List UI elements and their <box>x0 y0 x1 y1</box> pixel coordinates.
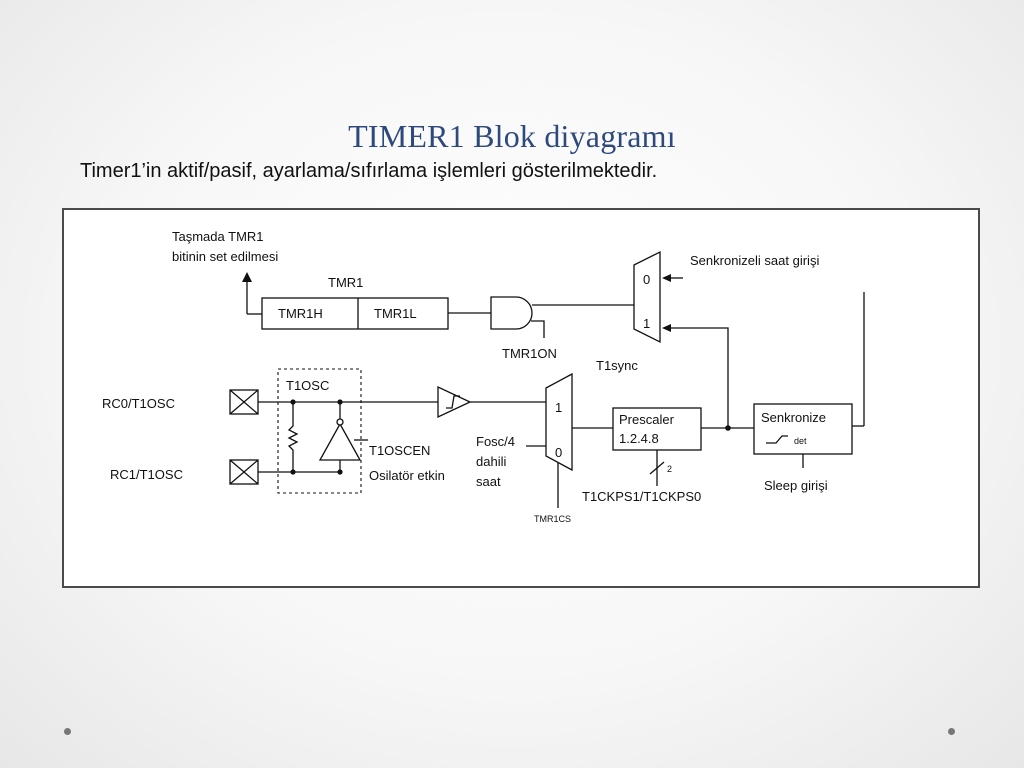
mux-top-input-0: 0 <box>643 272 650 287</box>
junction-dot <box>337 469 343 475</box>
rc1-label: RC1/T1OSC <box>110 467 183 482</box>
mux-t1sync <box>633 250 661 344</box>
synchronize-label: Senkronize <box>761 410 826 425</box>
tmr1on-wire <box>531 320 545 338</box>
fosc-label-line1: Fosc/4 <box>476 434 515 449</box>
fosc-label-line2: dahili <box>476 454 506 469</box>
rc0-label: RC0/T1OSC <box>102 396 175 411</box>
det-label: det <box>794 436 807 446</box>
schmitt-symbol <box>446 395 460 409</box>
junction-dot <box>290 469 296 475</box>
sync-clock-input-label: Senkronizeli saat girişi <box>690 253 819 268</box>
mux-clock-source <box>545 372 573 472</box>
tmr1l-label: TMR1L <box>374 306 417 321</box>
t1oscen-label: T1OSCEN <box>369 443 430 458</box>
junction-dot <box>290 399 296 405</box>
diagram-canvas: Taşmada TMR1 bitinin set edilmesi TMR1 T… <box>102 229 865 524</box>
oscillator-inverter <box>318 422 362 461</box>
rc0-pin-cross-b <box>229 389 259 415</box>
prescaler-label: Prescaler <box>619 412 675 427</box>
prescaler-values: 1.2.4.8 <box>619 431 659 446</box>
slide-nav-dot-right <box>948 728 955 735</box>
rc1-pin-cross-b <box>229 459 259 485</box>
slide-subtitle: Timer1’in aktif/pasif, ayarlama/sıfırlam… <box>80 160 658 182</box>
sleep-input-label: Sleep girişi <box>764 478 828 493</box>
tmr1on-label: TMR1ON <box>502 346 557 361</box>
and-gate <box>490 296 533 330</box>
overflow-label-line2: bitinin set edilmesi <box>172 249 278 264</box>
async-feedback-arrow-head <box>662 324 671 332</box>
bus-slash <box>649 461 665 475</box>
tmr1-label: TMR1 <box>328 275 363 290</box>
t1ckps-label: T1CKPS1/T1CKPS0 <box>582 489 701 504</box>
fosc-label-line3: saat <box>476 474 501 489</box>
tmr1cs-label: TMR1CS <box>534 514 571 524</box>
junction-dot <box>725 425 731 431</box>
t1osc-box <box>277 368 362 494</box>
overflow-label-line1: Taşmada TMR1 <box>172 229 264 244</box>
mux-top-input-1: 1 <box>643 316 650 331</box>
mux-bottom-input-0: 0 <box>555 445 562 460</box>
oscillator-enable-label: Osilatör etkin <box>369 468 445 483</box>
slide-nav-dot-left <box>64 728 71 735</box>
slide-title: TIMER1 Blok diyagramı <box>348 118 676 154</box>
t1osc-label: T1OSC <box>286 378 329 393</box>
mux-bottom-input-1: 1 <box>555 400 562 415</box>
tmr1h-label: TMR1H <box>278 306 323 321</box>
sync-clock-arrow-head <box>662 274 671 282</box>
junction-dot <box>337 399 343 405</box>
inverter-bubble <box>336 418 344 426</box>
prescale-bus-width: 2 <box>667 464 672 474</box>
det-edge-symbol <box>766 435 788 444</box>
schmitt-trigger-buffer <box>437 385 472 419</box>
synchronize-block <box>753 403 853 455</box>
timer1-block-diagram: Taşmada TMR1 bitinin set edilmesi TMR1 T… <box>62 208 980 588</box>
t1sync-label: T1sync <box>596 358 638 373</box>
feedback-resistor <box>287 402 299 472</box>
async-feedback-wire <box>669 327 729 428</box>
overflow-arrow-head <box>242 272 252 282</box>
